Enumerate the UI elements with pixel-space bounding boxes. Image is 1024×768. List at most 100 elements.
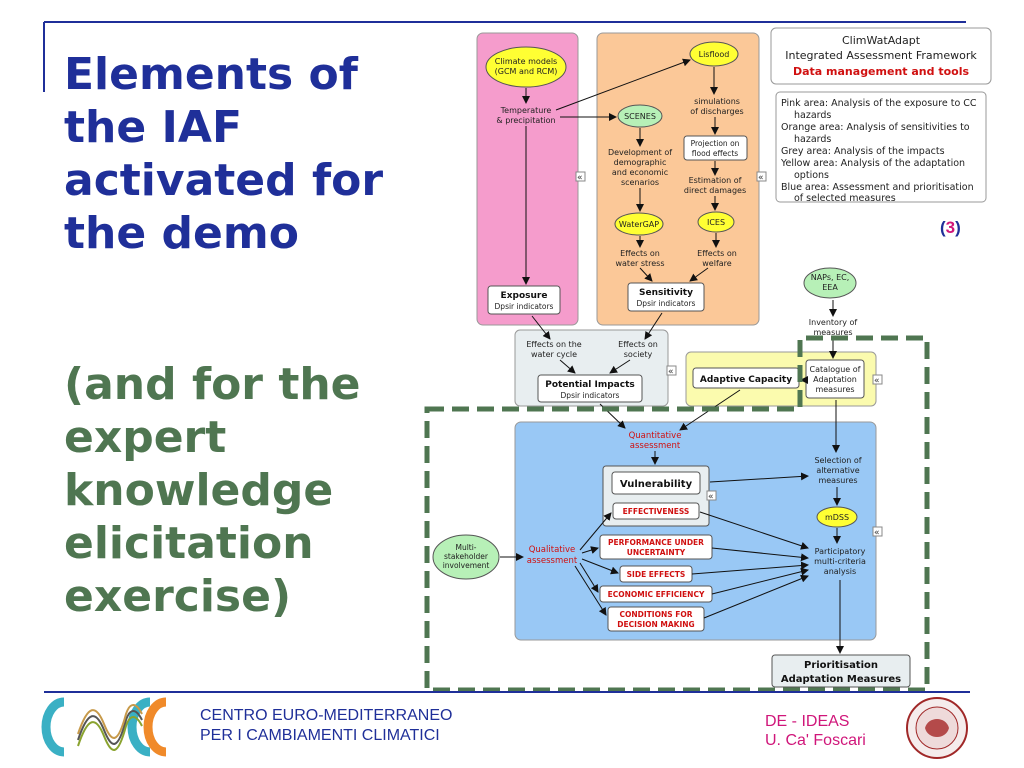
top-rule: [43, 21, 966, 92]
effectiveness-node[interactable]: EFFECTIVENESS: [612, 502, 700, 520]
projection-node[interactable]: Projection on flood effects: [683, 135, 748, 161]
area-legend: Pink area: Analysis of the exposure to C…: [775, 91, 987, 204]
quantitative-label: Quantitative: [629, 431, 682, 441]
watergap-node[interactable]: WaterGAP: [614, 212, 664, 236]
welfare-label-2: welfare: [702, 259, 732, 268]
svg-text:Sensitivity: Sensitivity: [639, 288, 693, 298]
svg-text:involvement: involvement: [443, 561, 490, 570]
development-label-4: scenarios: [621, 178, 659, 187]
scenes-node[interactable]: SCENES: [617, 104, 663, 128]
svg-text:CONDITIONS FOR: CONDITIONS FOR: [619, 610, 692, 619]
estimation-label: Estimation of: [689, 176, 742, 185]
collapse-icon[interactable]: [706, 490, 717, 501]
department-line-2: U. Ca' Foscari: [765, 732, 866, 749]
svg-text:options: options: [794, 170, 829, 181]
exposure-node[interactable]: Exposure Dpsir indicators: [487, 285, 561, 315]
collapse-icon[interactable]: [872, 374, 883, 385]
svg-text:Adaptive Capacity: Adaptive Capacity: [700, 375, 792, 385]
framework-header: ClimWatAdapt Integrated Assessment Frame…: [770, 27, 992, 85]
university-seal-icon: [906, 697, 968, 759]
mdss-node[interactable]: mDSS: [816, 506, 858, 528]
svg-text:Dpsir indicators: Dpsir indicators: [561, 391, 620, 400]
participatory-label: Participatory: [815, 547, 866, 556]
society-label-2: society: [624, 350, 653, 359]
collapse-icon[interactable]: [756, 171, 767, 182]
collapse-icon-glyph: «: [668, 367, 674, 377]
vulnerability-node[interactable]: Vulnerability: [611, 471, 701, 495]
adaptive-capacity-node[interactable]: Adaptive Capacity: [692, 367, 800, 389]
svg-text:ECONOMIC EFFICIENCY: ECONOMIC EFFICIENCY: [608, 590, 705, 599]
temperature-label-2: & precipitation: [496, 116, 555, 125]
svg-text:EFFECTIVENESS: EFFECTIVENESS: [623, 507, 690, 516]
collapse-icon[interactable]: [872, 526, 883, 537]
collapse-icon-glyph: «: [874, 376, 880, 386]
svg-text:Vulnerability: Vulnerability: [620, 479, 693, 490]
naps-node[interactable]: NAPs, EC, EEA: [803, 267, 857, 299]
collapse-icon-glyph: «: [758, 173, 764, 183]
svg-text:ClimWatAdapt: ClimWatAdapt: [842, 34, 921, 47]
svg-text:mDSS: mDSS: [825, 513, 849, 522]
svg-text:Pink area: Analysis of the exp: Pink area: Analysis of the exposure to C…: [781, 98, 977, 109]
development-label-3: and economic: [612, 168, 668, 177]
participatory-label-3: analysis: [824, 567, 856, 576]
collapse-icon[interactable]: [666, 365, 677, 376]
prioritisation-node[interactable]: Prioritisation Adaptation Measures: [771, 654, 911, 688]
collapse-icon-glyph: «: [577, 173, 583, 183]
ices-node[interactable]: ICES: [697, 211, 735, 233]
svg-text:Data management and tools: Data management and tools: [793, 65, 969, 78]
reference-number: 3: [945, 218, 956, 237]
flow-arrows: [500, 58, 844, 654]
welfare-label: Effects on: [697, 249, 737, 258]
development-label: Development of: [608, 148, 672, 157]
climate-models-node[interactable]: Climate models (GCM and RCM): [485, 46, 567, 88]
collapse-icon[interactable]: [575, 171, 586, 182]
estimation-label-2: direct damages: [684, 186, 746, 195]
svg-text:Integrated Assessment Framewor: Integrated Assessment Framework: [785, 49, 977, 62]
svg-text:SIDE EFFECTS: SIDE EFFECTS: [627, 570, 686, 579]
water-cycle-label-2: water cycle: [531, 350, 577, 359]
svg-text:Projection on: Projection on: [691, 139, 740, 148]
svg-text:hazards: hazards: [794, 134, 831, 145]
selection-label-2: alternative: [816, 466, 859, 475]
multi-stakeholder-node[interactable]: Multi- stakeholder involvement: [432, 534, 500, 580]
performance-node[interactable]: PERFORMANCE UNDER UNCERTAINTY: [599, 534, 713, 560]
selection-label: Selection of: [814, 456, 861, 465]
sensitivity-node[interactable]: Sensitivity Dpsir indicators: [627, 282, 705, 312]
catalogue-node[interactable]: Catalogue of Adaptation measures: [805, 359, 865, 399]
svg-text:Potential Impacts: Potential Impacts: [545, 380, 635, 390]
svg-text:Yellow area: Analysis of the a: Yellow area: Analysis of the adaptation: [780, 158, 965, 169]
svg-text:Dpsir indicators: Dpsir indicators: [495, 302, 554, 311]
reference-marker: (3): [940, 218, 961, 237]
inventory-label: Inventory of: [809, 318, 858, 327]
svg-text:Adaptation Measures: Adaptation Measures: [781, 674, 901, 685]
footer-graphics: [41, 691, 970, 759]
lisflood-node[interactable]: Lisflood: [689, 41, 739, 67]
svg-text:UNCERTAINTY: UNCERTAINTY: [627, 548, 686, 557]
participatory-label-2: multi-criteria: [814, 557, 866, 566]
svg-text:hazards: hazards: [794, 110, 831, 121]
side-effects-node[interactable]: SIDE EFFECTS: [619, 565, 693, 583]
economic-efficiency-node[interactable]: ECONOMIC EFFICIENCY: [599, 585, 713, 603]
svg-text:Dpsir indicators: Dpsir indicators: [637, 299, 696, 308]
svg-text:flood effects: flood effects: [692, 149, 739, 158]
cmcc-logo: [41, 697, 167, 757]
organization-line-2: PER I CAMBIAMENTI CLIMATICI: [200, 727, 440, 744]
qualitative-label: Qualitative: [529, 545, 576, 555]
svg-text:NAPs, EC,: NAPs, EC,: [811, 273, 850, 282]
svg-text:Climate models: Climate models: [495, 57, 557, 66]
simulations-label-2: of discharges: [690, 107, 743, 116]
conditions-node[interactable]: CONDITIONS FOR DECISION MAKING: [607, 606, 705, 632]
organization-name: CENTRO EURO-MEDITERRANEO PER I CAMBIAMEN…: [200, 706, 452, 746]
potential-impacts-node[interactable]: Potential Impacts Dpsir indicators: [537, 374, 643, 403]
organization-line-1: CENTRO EURO-MEDITERRANEO: [200, 707, 453, 724]
selection-label-3: measures: [818, 476, 857, 485]
svg-text:DECISION MAKING: DECISION MAKING: [617, 620, 694, 629]
slide-title: Elements of the IAF activated for the de…: [64, 49, 384, 259]
quantitative-label-2: assessment: [630, 441, 681, 451]
svg-text:EEA: EEA: [822, 283, 838, 292]
svg-text:Adaptation: Adaptation: [813, 375, 857, 384]
svg-text:ICES: ICES: [707, 218, 725, 227]
svg-text:Lisflood: Lisflood: [699, 50, 730, 59]
collapse-icon-glyph: «: [708, 492, 714, 502]
svg-text:Exposure: Exposure: [501, 291, 548, 301]
